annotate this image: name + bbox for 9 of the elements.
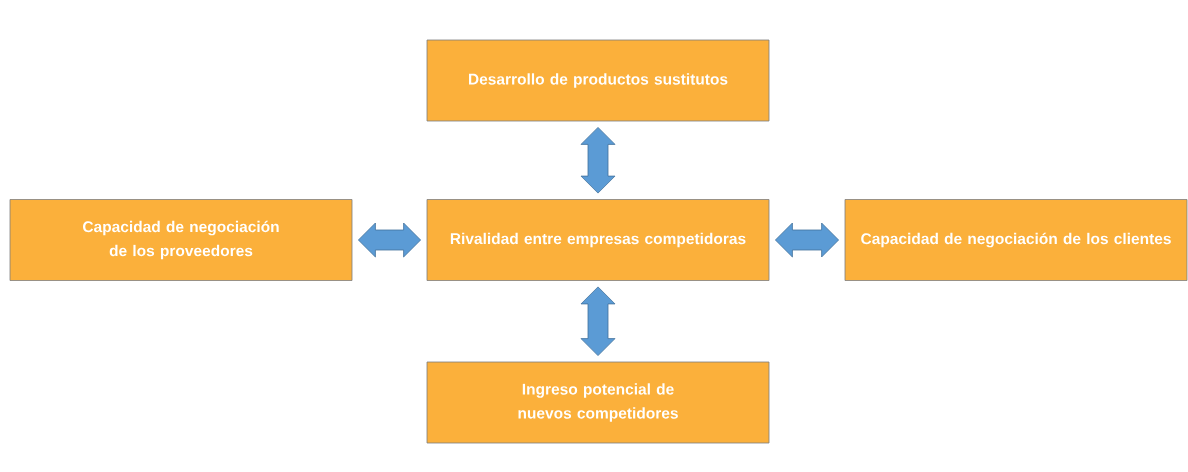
process-box: Rivalidad entre empresas competidoras (426, 199, 770, 281)
process-box: Capacidad de negociación de los proveedores (9, 199, 353, 281)
double-arrow (580, 286, 616, 356)
process-box: Desarrollo de productos sustitutos (426, 39, 770, 122)
process-box: Capacidad de negociación de los clientes (844, 199, 1188, 281)
double-arrow (775, 222, 839, 258)
process-box: Ingreso potencial de nuevos competidores (426, 361, 770, 444)
double-arrow (358, 222, 421, 258)
double-arrow (580, 127, 616, 194)
